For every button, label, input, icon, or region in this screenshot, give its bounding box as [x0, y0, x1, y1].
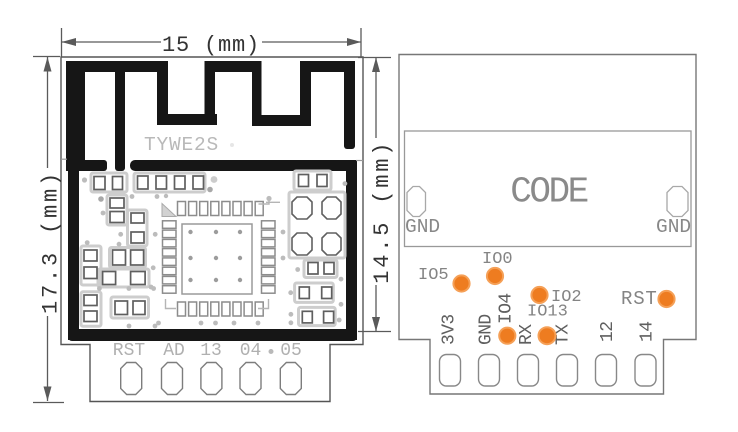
svg-text:13: 13 [200, 341, 222, 361]
svg-text:3V3: 3V3 [440, 314, 460, 345]
svg-text:TX: TX [554, 324, 574, 345]
svg-text:CODE: CODE [510, 172, 587, 213]
svg-text:IO13: IO13 [527, 303, 568, 322]
svg-text:05: 05 [280, 341, 302, 361]
svg-text:IO4: IO4 [497, 293, 517, 324]
svg-text:GND: GND [405, 216, 440, 238]
svg-text:15 (mm): 15 (mm) [162, 33, 260, 58]
svg-text:04: 04 [240, 341, 262, 361]
svg-text:IO0: IO0 [482, 250, 513, 269]
svg-text:AD: AD [163, 341, 185, 361]
svg-text:GND: GND [477, 314, 497, 345]
svg-text:GND: GND [656, 216, 691, 238]
svg-text:IO2: IO2 [551, 288, 582, 307]
svg-text:12: 12 [598, 322, 618, 342]
svg-text:RX: RX [517, 324, 537, 345]
svg-text:14: 14 [638, 322, 658, 342]
svg-text:TYWE2S: TYWE2S [144, 134, 219, 156]
svg-text:IO5: IO5 [418, 266, 449, 285]
svg-text:RST: RST [621, 288, 658, 310]
svg-text:RST: RST [113, 341, 146, 361]
svg-text:14.5 (mm): 14.5 (mm) [370, 140, 395, 284]
svg-text:17.3 (mm): 17.3 (mm) [39, 170, 64, 314]
